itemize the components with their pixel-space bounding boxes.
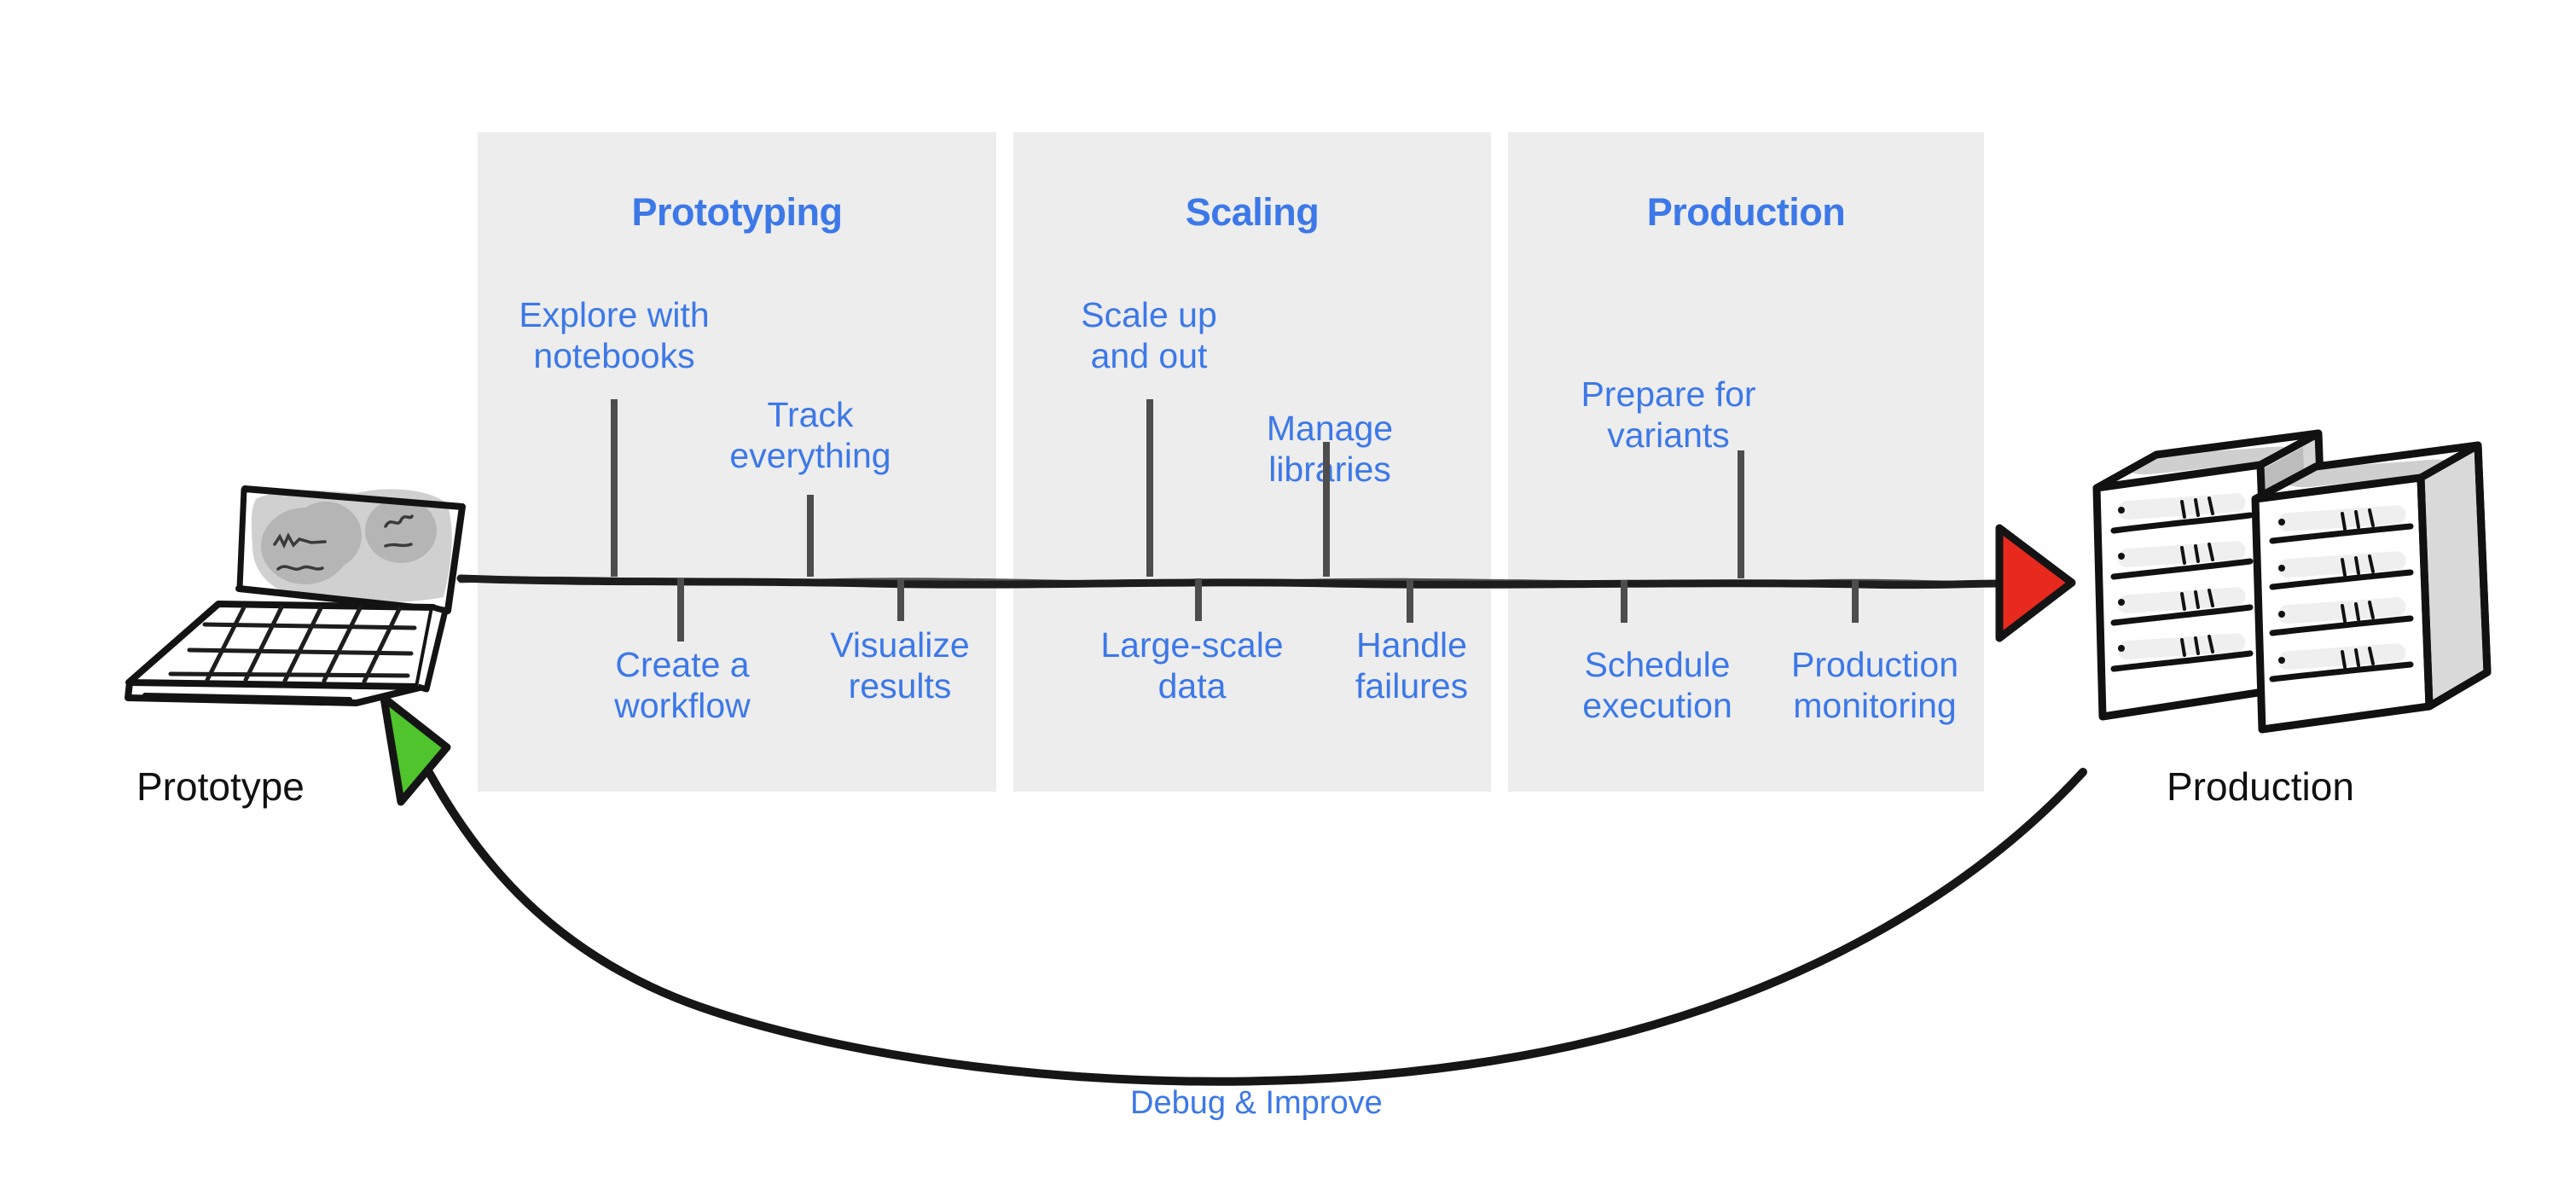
phase-title-prototyping: Prototyping: [631, 190, 843, 234]
phase-panel-scaling: Scaling: [1013, 132, 1491, 792]
feedback-loop-label: Debug & Improve: [1130, 1085, 1383, 1121]
milestone-create-a-workflow: Create a workflow: [614, 645, 751, 726]
laptop-icon: [125, 485, 466, 706]
milestone-prepare-for-variants: Prepare for variants: [1581, 374, 1756, 456]
phase-title-production: Production: [1646, 190, 1846, 234]
milestone-track-everything: Track everything: [729, 395, 891, 476]
feedback-loop-curve: [422, 763, 2087, 1086]
milestone-production-monitoring: Production monitoring: [1790, 645, 1958, 726]
milestone-explore-with-notebooks: Explore with notebooks: [519, 295, 710, 376]
phase-panel-prototyping: Prototyping: [478, 132, 996, 792]
server-rack-icon: [2092, 429, 2492, 734]
endpoint-label-prototype: Prototype: [136, 764, 305, 809]
endpoint-label-production: Production: [2167, 764, 2354, 809]
phase-title-scaling: Scaling: [1185, 190, 1320, 234]
feedback-arrow-green-triangle: [380, 694, 451, 806]
milestone-schedule-execution: Schedule execution: [1582, 645, 1732, 726]
milestone-visualize-results: Visualize results: [830, 625, 970, 706]
phase-panel-production: Production: [1508, 132, 1984, 792]
milestone-manage-libraries: Manage libraries: [1266, 409, 1394, 490]
milestone-scale-up-and-out: Scale up and out: [1081, 295, 1217, 376]
forward-arrow-red-triangle: [1995, 524, 2076, 642]
milestone-large-scale-data: Large-scale data: [1100, 625, 1284, 706]
milestone-handle-failures: Handle failures: [1355, 625, 1469, 706]
